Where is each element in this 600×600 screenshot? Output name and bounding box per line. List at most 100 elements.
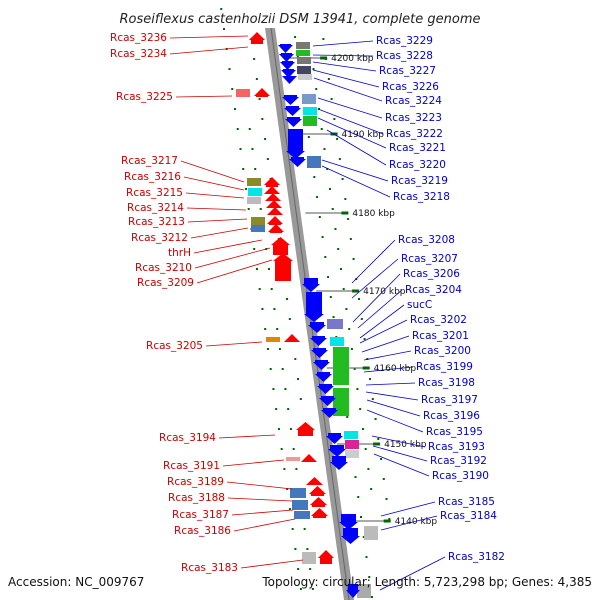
track-dot <box>275 408 278 410</box>
track-dot <box>374 418 377 420</box>
track-dot <box>303 528 306 530</box>
gene-arrow-reverse <box>346 584 360 598</box>
track-dot <box>294 36 297 38</box>
track-dot <box>294 358 297 360</box>
gene-arrow-reverse <box>280 61 295 70</box>
leader-line <box>240 559 304 569</box>
track-dot <box>323 148 326 150</box>
tick-mark <box>320 56 328 60</box>
gene-reverse-label: Rcas_3221 <box>389 142 446 154</box>
leader-line <box>359 304 405 339</box>
track-dot <box>233 108 236 110</box>
track-dot <box>269 368 272 370</box>
gene-box <box>333 388 349 416</box>
track-dot <box>273 308 276 310</box>
track-dot <box>272 388 275 390</box>
leader-line <box>313 77 383 102</box>
gene-box <box>247 197 261 204</box>
leader-line <box>231 509 294 516</box>
leader-line <box>351 258 399 299</box>
track-dot <box>388 518 391 520</box>
track-dot <box>306 548 309 550</box>
gene-forward-label: Rcas_3183 <box>181 562 238 574</box>
leader-line <box>187 218 248 223</box>
track-dot <box>385 498 388 500</box>
gene-reverse-label: Rcas_3228 <box>376 50 433 62</box>
gene-reverse-label: Rcas_3190 <box>432 470 489 482</box>
track-dot <box>361 428 364 430</box>
gene-arrow-forward <box>254 88 270 97</box>
gene-reverse-label: Rcas_3182 <box>448 551 505 563</box>
track-dot <box>294 548 297 550</box>
track-dot <box>382 478 385 480</box>
gene-forward-label: thrH <box>168 247 191 259</box>
leader-line <box>186 207 247 211</box>
track-dot <box>283 468 286 470</box>
gene-arrow-reverse <box>326 433 343 444</box>
gene-forward-label: Rcas_3189 <box>167 476 224 488</box>
track-dot <box>367 468 370 470</box>
gene-box <box>297 66 311 74</box>
gene-reverse-label: Rcas_3204 <box>405 284 462 296</box>
leader-line <box>227 497 293 502</box>
track-dot <box>281 368 284 370</box>
track-dot <box>289 428 292 430</box>
gene-arrow-reverse <box>341 528 360 544</box>
gene-reverse-label: Rcas_3220 <box>389 159 446 171</box>
tick-label: 4200 kbp <box>331 54 374 64</box>
track-dot <box>364 448 367 450</box>
leader-line <box>363 350 412 361</box>
gene-forward-label: Rcas_3187 <box>172 509 229 521</box>
gene-labels: Rcas_3236Rcas_3234Rcas_3225Rcas_3217Rcas… <box>110 32 505 574</box>
track-dot <box>360 516 363 518</box>
gene-forward-label: Rcas_3209 <box>137 277 194 289</box>
gene-arrow-reverse <box>284 106 301 116</box>
track-dot <box>242 168 245 170</box>
track-dot <box>267 268 270 270</box>
track-dot <box>264 138 267 140</box>
track-dot <box>321 236 324 238</box>
track-dot <box>313 176 316 178</box>
leader-line <box>357 289 403 329</box>
gene-arrow-reverse <box>330 456 348 470</box>
leader-line <box>317 97 383 119</box>
track-dot <box>347 218 350 220</box>
gene-reverse-label: Rcas_3201 <box>412 330 469 342</box>
track-dot <box>259 208 262 210</box>
track-dot <box>295 468 298 470</box>
track-dot <box>248 128 251 130</box>
leader-line <box>218 434 276 439</box>
gene-reverse-label: Rcas_3200 <box>414 345 471 357</box>
leader-line <box>193 239 263 254</box>
track-dot <box>327 78 330 80</box>
track-dot <box>254 168 257 170</box>
track-dot <box>336 138 339 140</box>
gene-arrow-reverse <box>289 157 306 167</box>
gene-box <box>296 50 310 56</box>
track-dot <box>342 288 345 290</box>
map-title: Roseiflexus castenholzii DSM 13941, comp… <box>120 12 481 27</box>
leader-line <box>312 61 377 72</box>
leader-line <box>196 259 273 284</box>
gene-reverse-label: Rcas_3192 <box>430 455 487 467</box>
gene-box <box>302 552 316 564</box>
gene-forward-label: Rcas_3234 <box>110 48 167 60</box>
track-dot <box>369 378 372 380</box>
track-dot <box>247 208 250 210</box>
gene-box <box>303 107 317 115</box>
leader-line <box>352 273 401 323</box>
tick-mark <box>341 211 349 215</box>
gene-arrow-reverse <box>311 348 328 358</box>
track-dot <box>322 38 325 40</box>
track-dot <box>344 198 347 200</box>
track-dot <box>318 216 321 218</box>
leader-line <box>194 247 271 269</box>
track-dot <box>363 338 366 340</box>
gene-arrow-forward <box>273 253 293 281</box>
track-dot <box>320 128 323 130</box>
track-dot <box>357 496 360 498</box>
gene-reverse-label: Rcas_3207 <box>401 253 458 265</box>
track-dot <box>326 168 329 170</box>
leader-line <box>312 40 374 47</box>
